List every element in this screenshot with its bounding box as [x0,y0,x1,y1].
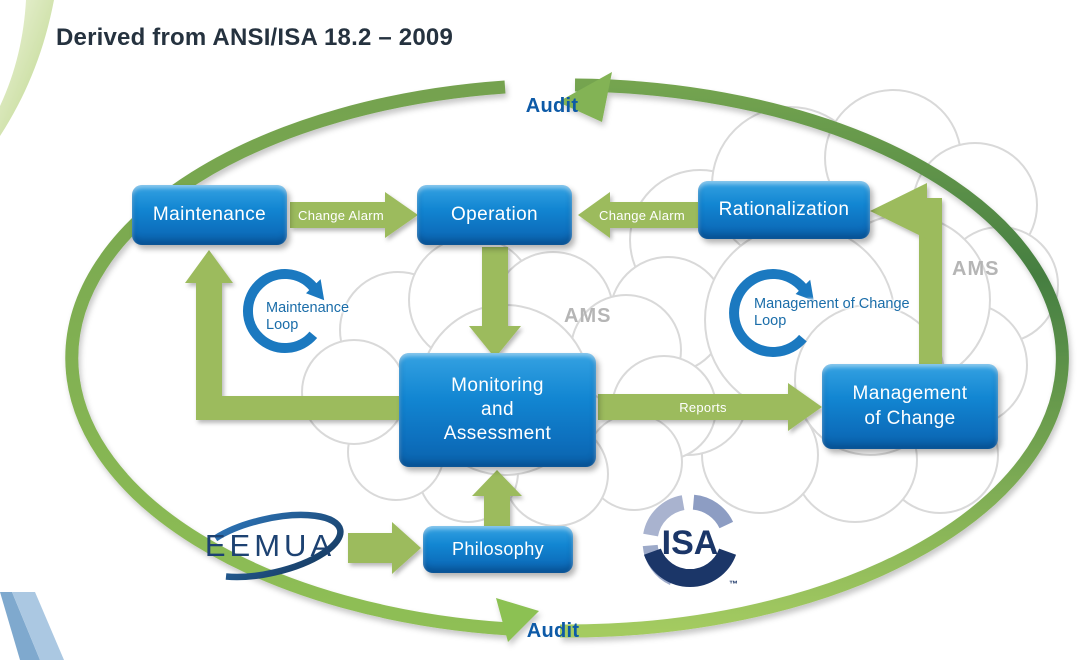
arrow-rationalization-to-operation [578,192,698,238]
label-moc-loop: Management of Change Loop [754,296,910,330]
audit-cycle-right-arc [559,78,1069,638]
box-maintenance: Maintenance [132,185,287,245]
box-philosophy: Philosophy [423,526,573,573]
arrow-moc-to-rationalization-elbow [870,183,942,364]
isa-trademark: ™ [729,579,738,589]
label-change-alarm-right: Change Alarm [599,208,685,223]
audit-label-bottom: Audit [526,620,580,642]
isa-logo-graphic [642,494,737,587]
box-management-of-change: Management of Change [822,364,998,449]
label-change-alarm-left: Change Alarm [298,208,384,223]
moc-loop-icon [729,269,814,357]
audit-cycle-ellipse [65,72,1069,642]
arrow-operation-to-monitoring [469,247,521,358]
box-monitoring-assessment: Monitoring and Assessment [399,353,596,467]
audit-arrowhead-top [558,72,612,122]
eemua-logo-text: EEMUA [204,528,336,563]
box-rationalization: Rationalization [698,181,870,239]
audit-arrowhead-bottom [496,598,539,642]
arrow-philosophy-to-monitoring [472,470,522,527]
label-maintenance-loop: Maintenance Loop [266,300,350,334]
isa-logo-text: ISA [661,524,719,562]
arrow-eemua-to-philosophy [348,522,421,574]
corner-ribbon-bottom-left [0,592,64,660]
arrow-reports-monitoring-to-moc [598,383,822,431]
audit-label-top: Audit [525,95,579,117]
box-operation: Operation [417,185,572,245]
ams-label-right: AMS [952,258,1000,280]
flow-arrows [185,183,942,574]
maintenance-loop-icon [242,269,325,353]
eemua-swoosh [194,511,344,581]
slide-title: Derived from ANSI/ISA 18.2 – 2009 [56,24,453,51]
corner-swoosh-top-left [0,0,54,136]
arrow-maintenance-to-operation [290,192,418,238]
label-reports: Reports [679,400,727,415]
arrow-monitoring-to-maintenance-elbow [185,250,400,420]
audit-cycle-left-arc [65,80,510,636]
ams-label-left: AMS [564,305,612,327]
